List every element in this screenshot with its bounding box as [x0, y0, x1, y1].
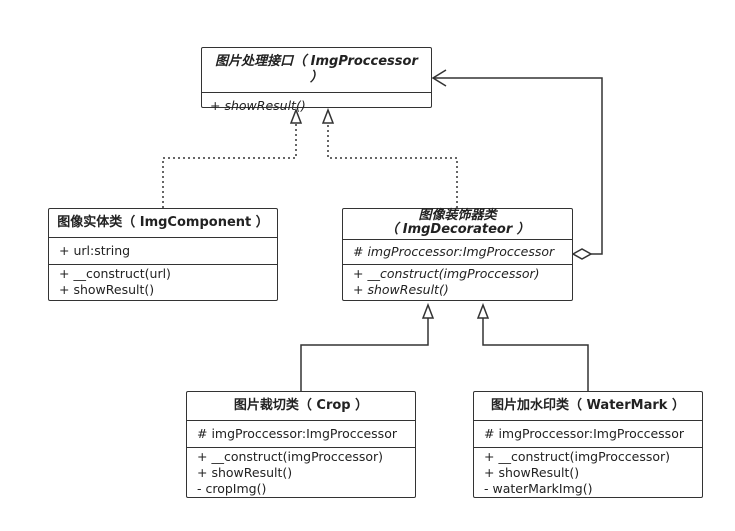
method-component-0: + __construct(url) [59, 266, 171, 281]
method-crop-1: + showResult() [197, 465, 293, 480]
class-box-component: 图像实体类（ ImgComponent ） + url:string + __c… [48, 208, 278, 301]
class-title-decorator: 图像装饰器类 （ ImgDecorateor ） [343, 209, 572, 239]
attributes-crop: # imgProccessor:ImgProccessor [187, 420, 415, 447]
method-decorator-1: + showResult() [353, 282, 449, 297]
realization-decorator-arrowhead [321, 107, 335, 124]
realization-decorator-line [327, 123, 458, 208]
class-box-decorator: 图像装饰器类 （ ImgDecorateor ） # imgProccessor… [342, 208, 573, 301]
aggregation-diamond [571, 248, 593, 260]
class-box-crop: 图片裁切类（ Crop ） # imgProccessor:ImgProcces… [186, 391, 416, 498]
attribute-decorator-0: # imgProccessor:ImgProccessor [353, 244, 555, 259]
inheritance-crop-arrowhead [421, 302, 435, 319]
method-component-1: + showResult() [59, 282, 155, 297]
aggregation-arrowhead [431, 69, 447, 87]
method-decorator-0: + __construct(imgProccessor) [353, 266, 540, 281]
method-watermark-0: + __construct(imgProccessor) [484, 449, 671, 464]
method-watermark-2: - waterMarkImg() [484, 481, 593, 496]
method-processor-0: + showResult() [210, 98, 306, 113]
class-box-watermark: 图片加水印类（ WaterMark ） # imgProccessor:ImgP… [473, 391, 703, 498]
class-title-crop: 图片裁切类（ Crop ） [233, 398, 369, 413]
realization-component-arrowhead [289, 107, 303, 124]
methods-decorator: + __construct(imgProccessor) + showResul… [343, 264, 572, 299]
inheritance-watermark-arrowhead [476, 302, 490, 319]
inheritance-watermark-line [482, 318, 589, 391]
attributes-decorator: # imgProccessor:ImgProccessor [343, 239, 572, 264]
attribute-component-0: + url:string [59, 243, 131, 258]
attributes-component: + url:string [49, 237, 277, 264]
methods-watermark: + __construct(imgProccessor) + showResul… [474, 447, 702, 498]
inheritance-crop-line [300, 318, 429, 391]
realization-component-line [162, 123, 297, 208]
class-title-decorator-line1: 图像装饰器类 [418, 208, 497, 223]
methods-component: + __construct(url) + showResult() [49, 264, 277, 299]
class-title-component: 图像实体类（ ImgComponent ） [57, 215, 269, 230]
class-title-processor: 图片处理接口（ ImgProccessor ） [215, 54, 418, 85]
class-title-watermark: 图片加水印类（ WaterMark ） [491, 398, 685, 413]
method-crop-0: + __construct(imgProccessor) [197, 449, 384, 464]
methods-processor: + showResult() [202, 92, 431, 116]
method-watermark-1: + showResult() [484, 465, 580, 480]
methods-crop: + __construct(imgProccessor) + showResul… [187, 447, 415, 498]
attribute-watermark-0: # imgProccessor:ImgProccessor [484, 426, 684, 441]
attributes-watermark: # imgProccessor:ImgProccessor [474, 420, 702, 447]
class-box-processor: 图片处理接口（ ImgProccessor ） + showResult() [201, 47, 432, 113]
method-crop-2: - cropImg() [197, 481, 267, 496]
attribute-crop-0: # imgProccessor:ImgProccessor [197, 426, 397, 441]
aggregation-line [433, 77, 603, 255]
class-title-decorator-line2: （ ImgDecorateor ） [385, 222, 530, 237]
